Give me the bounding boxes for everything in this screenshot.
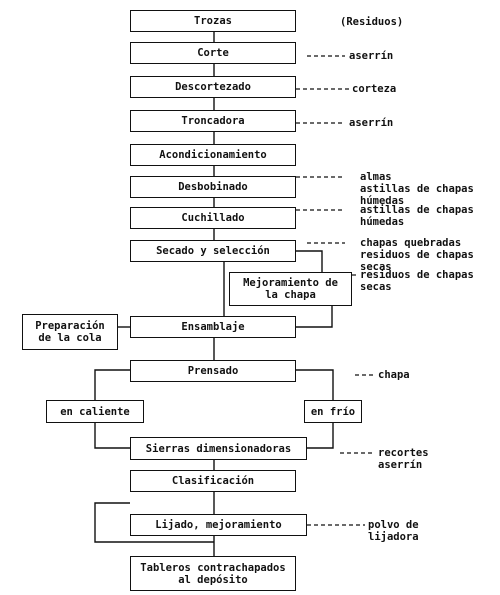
connector-frio-sierras: [307, 423, 334, 449]
connector-from-mejoramiento: [296, 306, 333, 328]
residue-desbobinado: almas astillas de chapas húmedas: [360, 171, 474, 207]
residue-troncadora: aserrín: [349, 117, 394, 129]
step-troncadora: Troncadora: [130, 110, 296, 132]
step-preparacion-cola: Preparación de la cola: [22, 314, 118, 350]
connector-caliente-sierras: [94, 423, 130, 449]
residuos-header: (Residuos): [340, 16, 404, 28]
residue-descortezado: corteza: [352, 83, 397, 95]
step-clasificacion: Clasificación: [130, 470, 296, 492]
connector-caliente: [94, 369, 130, 400]
step-en-caliente: en caliente: [46, 400, 144, 423]
residue-lijado: polvo de lijadora: [368, 519, 419, 543]
residue-mejoramiento: residuos de chapas secas: [360, 269, 474, 293]
step-mejoramiento-chapa: Mejoramiento de la chapa: [229, 272, 352, 306]
residue-cuchillado: astillas de chapas húmedas: [360, 204, 474, 228]
connector-to-mejoramiento: [296, 250, 323, 272]
step-prensado: Prensado: [130, 360, 296, 382]
residue-prensado: chapa: [378, 369, 410, 381]
step-acondicionamiento: Acondicionamiento: [130, 144, 296, 166]
residue-secado: chapas quebradas residuos de chapas seca…: [360, 237, 474, 273]
step-secado-seleccion: Secado y selección: [130, 240, 296, 262]
connector-lijado-bypass: [94, 502, 214, 543]
step-sierras-dimensionadoras: Sierras dimensionadoras: [130, 437, 307, 460]
step-cuchillado: Cuchillado: [130, 207, 296, 229]
step-corte: Corte: [130, 42, 296, 64]
step-lijado-mejoramiento: Lijado, mejoramiento: [130, 514, 307, 536]
step-descortezado: Descortezado: [130, 76, 296, 98]
step-ensamblaje: Ensamblaje: [130, 316, 296, 338]
residue-corte: aserrín: [349, 50, 394, 62]
step-desbobinado: Desbobinado: [130, 176, 296, 198]
residue-sierras: recortes aserrín: [378, 447, 429, 471]
step-trozas: Trozas: [130, 10, 296, 32]
step-tableros-deposito: Tableros contrachapados al depósito: [130, 556, 296, 591]
step-en-frio: en frío: [304, 400, 362, 423]
connector-frio: [296, 369, 334, 400]
